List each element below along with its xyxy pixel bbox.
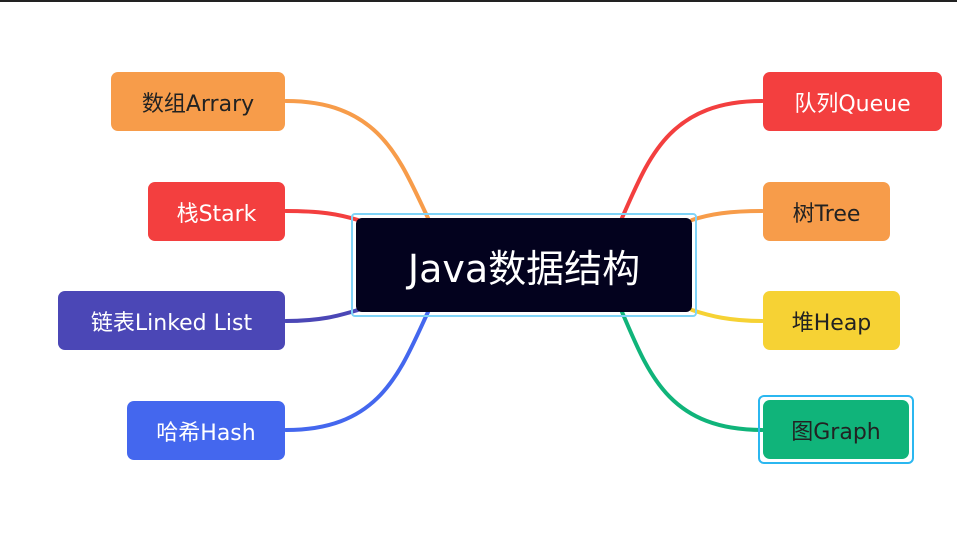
link-stack [284,209,360,222]
node-array-label: 数组Arrary [141,91,255,117]
center-node[interactable]: Java数据结构 [356,218,692,312]
node-heap-label: 堆Heap [791,310,872,336]
node-graph-selection-frame [758,395,914,464]
node-linked-list[interactable]: 链表Linked List [58,291,285,350]
link-linked-list [284,308,360,323]
link-tree [690,209,764,222]
node-graph[interactable]: 图Graph [763,400,909,459]
node-stack-label: 栈Stark [176,201,257,227]
node-hash[interactable]: 哈希Hash [127,401,285,460]
node-linked-list-label: 链表Linked List [90,310,253,336]
window-top-border [0,0,957,2]
node-graph-label: 图Graph [791,419,881,445]
center-node-selection-frame [351,213,697,317]
link-hash [284,310,430,432]
node-heap[interactable]: 堆Heap [763,291,900,350]
link-graph [620,310,764,432]
node-tree-label: 树Tree [792,201,861,227]
node-array[interactable]: 数组Arrary [111,72,285,131]
node-queue[interactable]: 队列Queue [763,72,942,131]
center-node-label: Java数据结构 [407,246,641,291]
link-heap [690,308,764,323]
node-stack[interactable]: 栈Stark [148,182,285,241]
node-hash-label: 哈希Hash [156,420,256,446]
link-array [284,99,430,220]
node-tree[interactable]: 树Tree [763,182,890,241]
node-queue-label: 队列Queue [794,91,911,117]
link-queue [620,99,764,220]
